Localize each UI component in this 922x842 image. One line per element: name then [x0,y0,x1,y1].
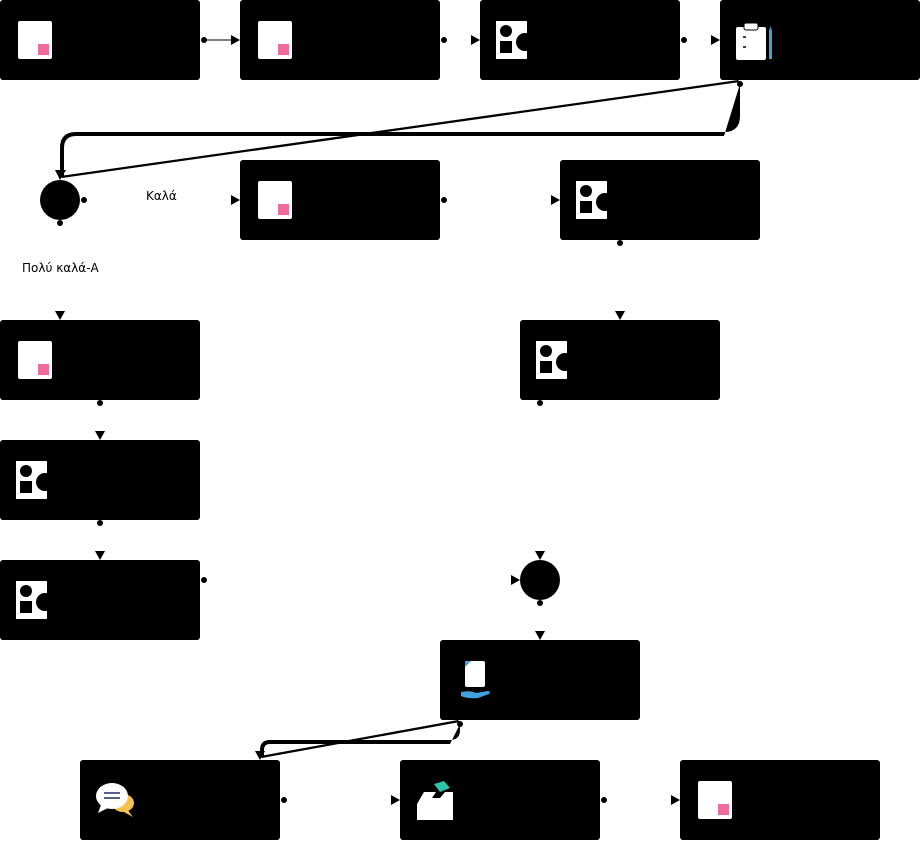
document-icon [18,21,52,59]
edge-gateway1-task7[interactable] [55,220,65,320]
edges [55,35,743,805]
edge-task5-task6[interactable] [441,195,560,205]
edge-task7-task9[interactable] [95,400,105,440]
edge-task4-gateway1[interactable] [55,80,743,180]
edge-task6-task8[interactable] [615,240,625,320]
clipboard-pencil-icon [736,22,772,60]
edge-task12-task13[interactable] [281,795,400,805]
task-node-4[interactable] [720,0,920,80]
gateway-node-2[interactable] [520,560,560,600]
edge-task11-task12[interactable] [255,720,463,760]
document-icon [258,181,292,219]
task-node-3[interactable] [480,0,680,80]
document-icon [698,781,732,819]
hand-document-icon [461,661,490,699]
inbox-tray-icon [417,781,453,820]
gateway-node-1[interactable] [40,180,80,220]
document-icon [18,341,52,379]
edge-label-kala: Καλά [146,189,177,203]
chat-bubbles-icon [96,783,134,817]
task-node-9[interactable] [0,440,200,520]
edge-task10-gateway2[interactable] [201,575,520,585]
task-node-11[interactable] [440,640,640,720]
task-node-2[interactable] [240,0,440,80]
task-node-12[interactable] [80,760,280,840]
task-node-1[interactable] [0,0,200,80]
document-icon [258,21,292,59]
edge-task2-task3[interactable] [441,35,480,45]
edge-task8-gateway2[interactable] [535,400,545,560]
edge-task1-task2[interactable] [201,35,240,45]
task-node-6[interactable] [560,160,760,240]
task-node-13[interactable] [400,760,600,840]
edge-task3-task4[interactable] [681,35,720,45]
edge-gateway1-task5[interactable] [81,195,240,205]
task-node-10[interactable] [0,560,200,640]
edge-task9-task10[interactable] [95,520,105,560]
task-node-8[interactable] [520,320,720,400]
edge-task13-task14[interactable] [601,795,680,805]
edge-gateway2-task11[interactable] [535,600,545,640]
edge-label-poly-kala-a: Πολύ καλά-Α [22,261,100,275]
task-node-14[interactable] [680,760,880,840]
task-node-7[interactable] [0,320,200,400]
task-node-5[interactable] [240,160,440,240]
